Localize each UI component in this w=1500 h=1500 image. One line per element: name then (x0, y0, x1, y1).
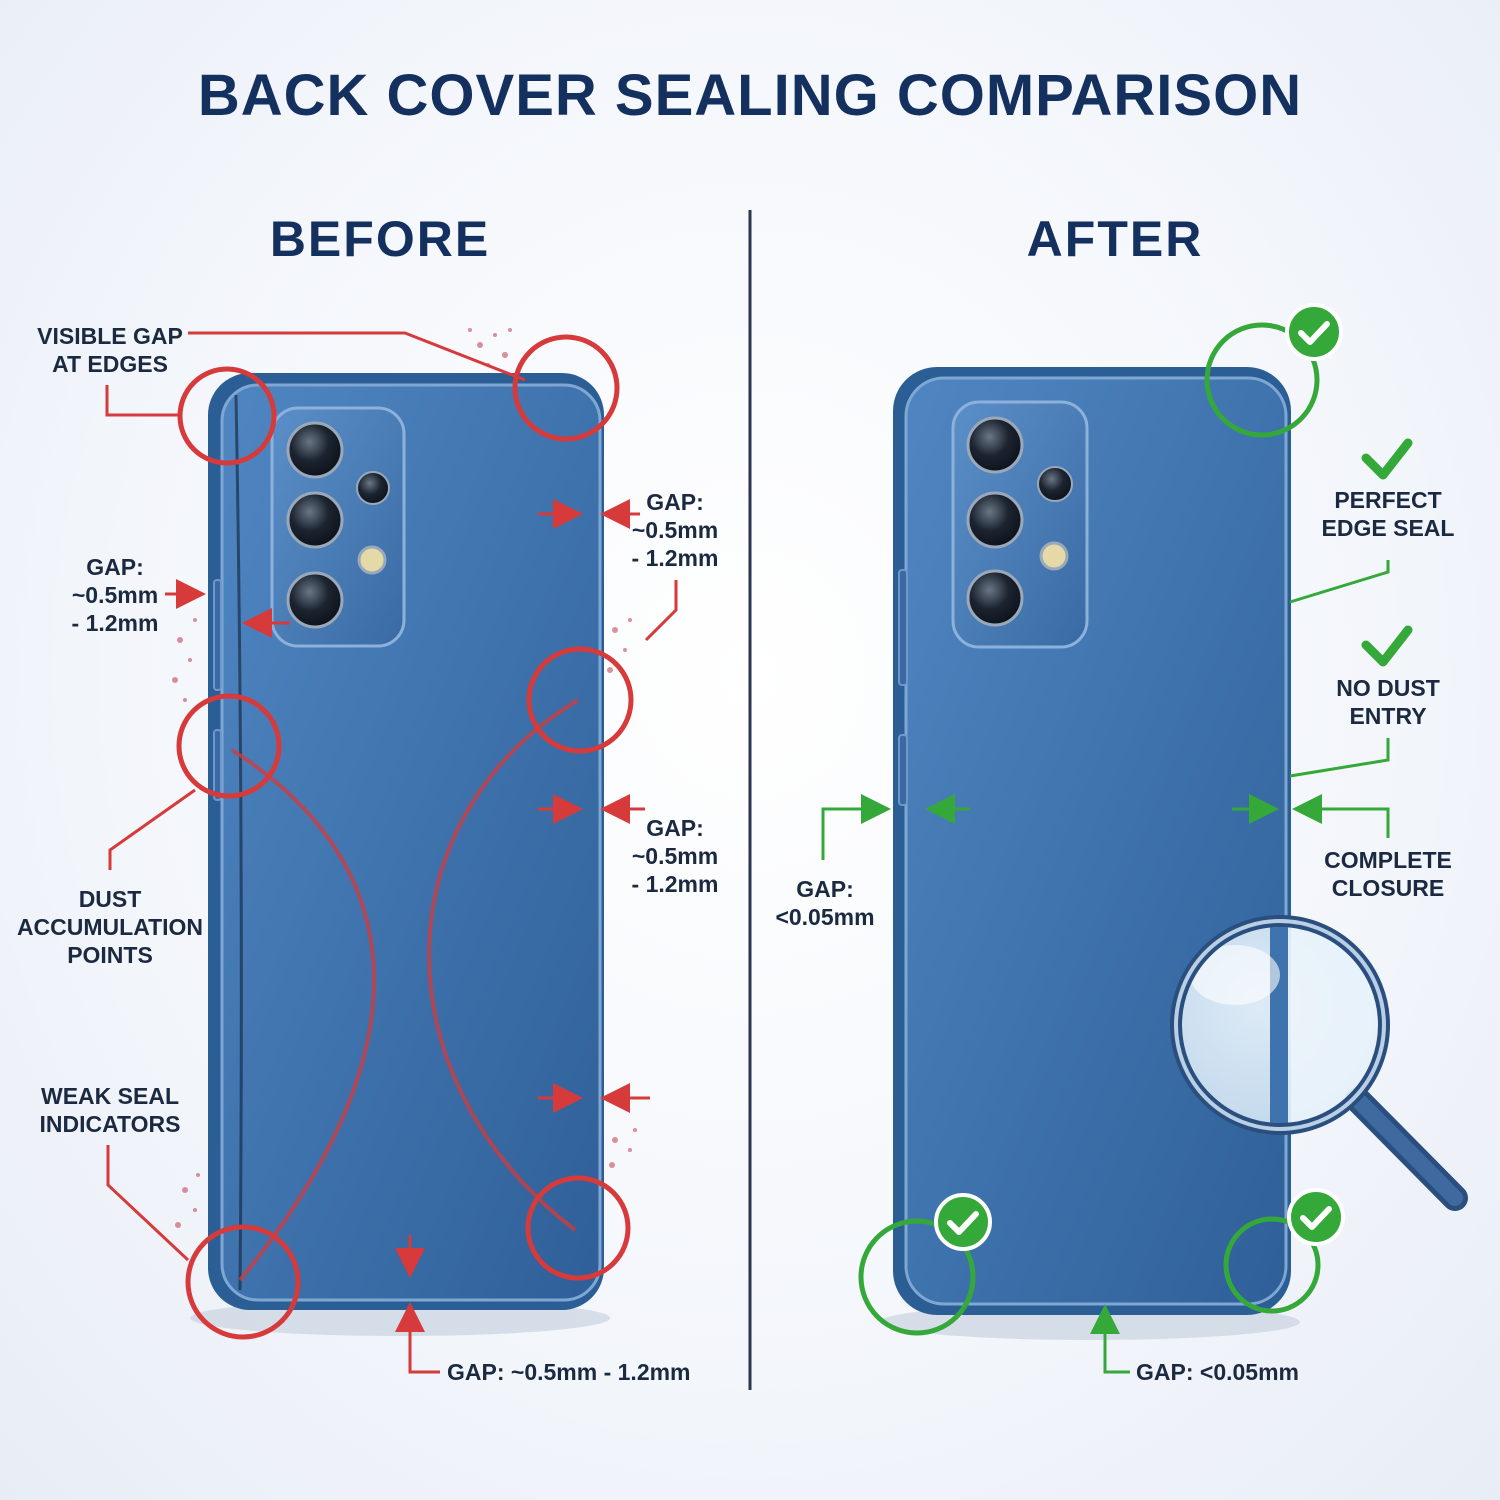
after-heading: AFTER (1026, 211, 1204, 267)
warning-circle-top-right (512, 334, 620, 442)
label-line: VISIBLE GAP (37, 323, 183, 349)
after-flash (1039, 541, 1069, 571)
before-leaders (105, 331, 678, 1374)
label-line: EDGE SEAL (1321, 515, 1455, 541)
label-line: GAP: (86, 554, 144, 580)
before-sensor (356, 471, 390, 505)
label-line: AT EDGES (52, 351, 168, 377)
label-gap-right-top: GAP: ~0.5mm - 1.2mm (615, 488, 735, 572)
label-weak-seal: WEAK SEAL INDICATORS (20, 1082, 200, 1138)
warning-circle-right-mid (526, 646, 634, 754)
after-leaders (821, 560, 1390, 1374)
before-lens-1 (286, 421, 344, 479)
dust-specks (172, 328, 637, 1228)
check-badge-bottom-right (1287, 1188, 1345, 1246)
before-phone (172, 328, 637, 1336)
label-line: GAP: (646, 815, 704, 841)
label-no-dust: NO DUST ENTRY (1313, 674, 1463, 730)
label-gap-bottom-after: GAP: <0.05mm (1136, 1359, 1299, 1385)
label-line: GAP: (646, 489, 704, 515)
label-line: ACCUMULATION (16, 914, 204, 940)
check-marks (1361, 438, 1413, 667)
before-warning-circles (176, 334, 634, 1340)
label-line: ENTRY (1349, 703, 1427, 729)
check-circle-top-right (1204, 322, 1320, 438)
label-line: CLOSURE (1331, 875, 1445, 901)
check-icon-perfect-seal (1361, 438, 1413, 480)
label-line: ~0.5mm (631, 843, 719, 869)
after-lens-1 (966, 416, 1024, 474)
label-line: PERFECT (1334, 487, 1442, 513)
label-line: - 1.2mm (631, 871, 719, 897)
label-gap-bottom-before: GAP: ~0.5mm - 1.2mm (447, 1359, 691, 1385)
label-line: ~0.5mm (71, 582, 159, 608)
before-lens-3 (286, 571, 344, 629)
label-line: - 1.2mm (631, 545, 719, 571)
check-badge-bottom-left (934, 1193, 992, 1251)
after-sensor (1037, 466, 1073, 502)
label-line: WEAK SEAL (41, 1083, 179, 1109)
warning-circle-bottom-right (525, 1175, 631, 1281)
label-gap-left: GAP: ~0.5mm - 1.2mm (55, 553, 175, 637)
label-line: POINTS (67, 942, 153, 968)
label-perfect-seal: PERFECT EDGE SEAL (1313, 486, 1463, 542)
label-line: INDICATORS (39, 1111, 181, 1137)
warning-circle-left-mid (176, 693, 282, 799)
label-complete-closure: COMPLETE CLOSURE (1308, 846, 1468, 902)
check-badges (934, 303, 1345, 1251)
label-line: ~0.5mm (631, 517, 719, 543)
magnifier-icon (1170, 915, 1468, 1211)
label-line: COMPLETE (1324, 847, 1452, 873)
label-line: <0.05mm (775, 904, 875, 930)
label-gap-left-after: GAP: <0.05mm (765, 875, 885, 931)
after-phone (880, 367, 1300, 1340)
label-line: NO DUST (1336, 675, 1440, 701)
before-lens-2 (286, 491, 344, 549)
after-check-circles (858, 322, 1321, 1336)
check-circle-bottom-right (1223, 1216, 1321, 1314)
after-lens-2 (966, 491, 1024, 549)
check-circle-bottom-left (858, 1218, 976, 1336)
check-icon-no-dust (1361, 625, 1413, 667)
label-line: DUST (78, 886, 142, 912)
diagram-title: BACK COVER SEALING COMPARISON (197, 63, 1303, 128)
label-visible-gap: VISIBLE GAP AT EDGES (30, 322, 190, 378)
label-line: GAP: (796, 876, 854, 902)
label-gap-right-mid: GAP: ~0.5mm - 1.2mm (615, 814, 735, 898)
before-flash (357, 545, 387, 575)
after-lens-3 (966, 569, 1024, 627)
before-heading: BEFORE (269, 211, 491, 267)
label-line: - 1.2mm (71, 610, 159, 636)
label-dust-points: DUST ACCUMULATION POINTS (10, 885, 210, 969)
warning-circle-bottom-left (185, 1224, 301, 1340)
check-badge-top-right (1285, 303, 1343, 361)
